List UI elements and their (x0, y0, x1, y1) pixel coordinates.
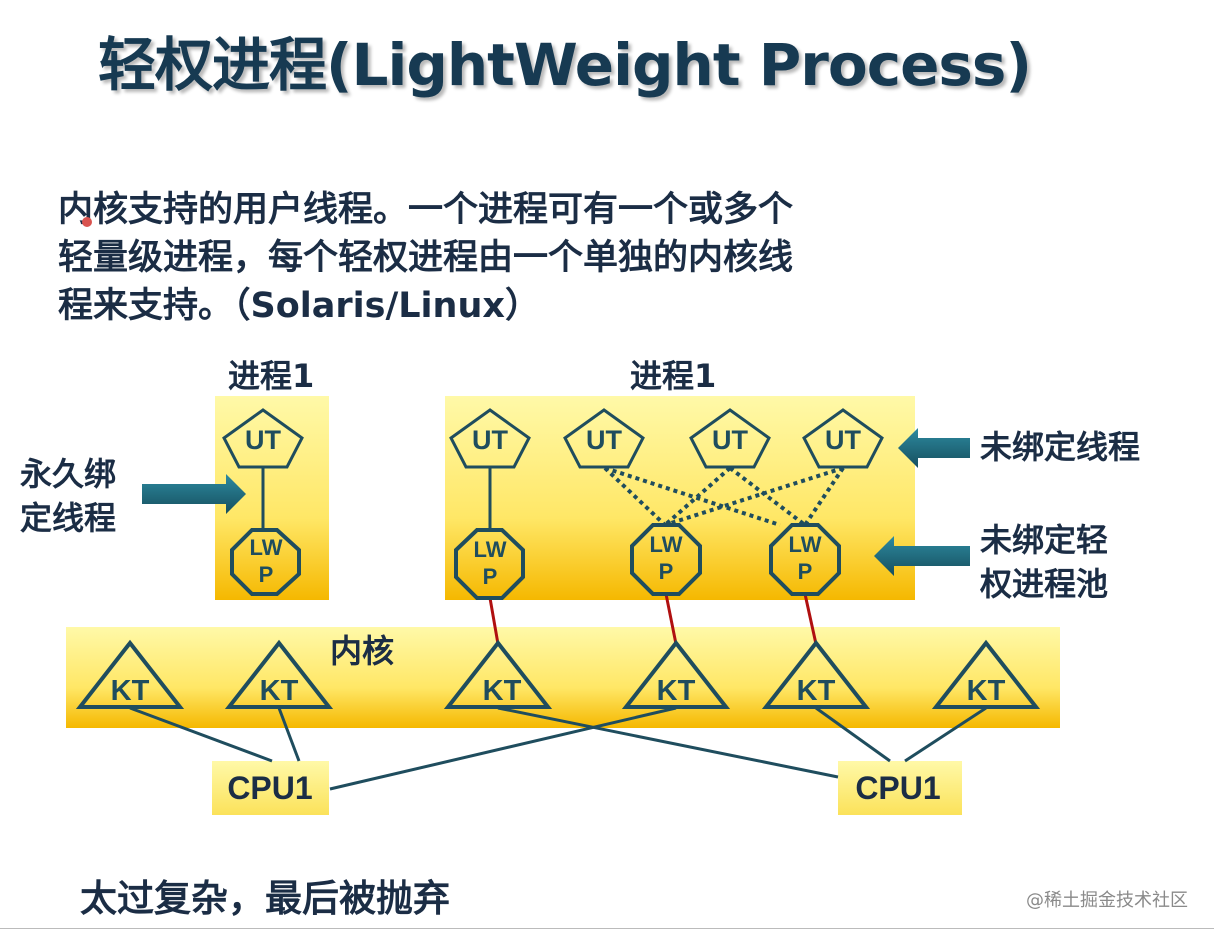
ut-label-2: UT (472, 425, 508, 455)
lwp-label-2a: LW (474, 537, 507, 562)
ut-label-3: UT (586, 425, 622, 455)
description-line-2: 轻量级进程，每个轻权进程由一个单独的内核线 (58, 238, 794, 278)
lwp-kt-links (488, 593, 818, 645)
process-right-label: 进程1 (630, 357, 717, 395)
kt-label-3: KT (483, 675, 522, 707)
lwp-shapes (230, 523, 841, 600)
kt-label-2: KT (260, 675, 299, 707)
arrow-left-icon-2 (874, 536, 970, 576)
lwp-label-1a: LW (250, 535, 283, 560)
ut-label-5: UT (825, 425, 861, 455)
process-left-label: 进程1 (228, 357, 315, 395)
unbound-lwp-pool-label-2: 权进程池 (980, 565, 1109, 603)
page-title: 轻权进程(LightWeight Process) (98, 31, 1032, 99)
kernel-label: 内核 (330, 632, 395, 670)
ut-label-1: UT (245, 425, 281, 455)
bottom-note: 太过复杂，最后被抛弃 (80, 877, 450, 920)
lwp-label-4a: LW (789, 532, 822, 557)
ut-label-4: UT (712, 425, 748, 455)
cpu-right-box (838, 761, 962, 815)
lwp-label-4b: P (798, 559, 813, 584)
description-line-1: 内核支持的用户线程。一个进程可有一个或多个 (58, 190, 794, 230)
arrow-left-icon (898, 428, 970, 468)
lwp-label-2b: P (483, 564, 498, 589)
kernel-panel (66, 627, 1060, 728)
cpu-right-label: CPU1 (855, 770, 940, 806)
ut-shapes (222, 408, 884, 469)
description-line-3: 程来支持。（Solaris/Linux） (58, 286, 540, 326)
laser-pointer-dot (82, 217, 92, 227)
description: 内核支持的用户线程。一个进程可有一个或多个 轻量级进程，每个轻权进程由一个单独的… (58, 186, 918, 330)
lwp-label-1b: P (259, 562, 274, 587)
bound-thread-label-2: 定线程 (20, 499, 117, 537)
divider (0, 928, 1214, 929)
unbound-lwp-pool-label-1: 未绑定轻 (980, 521, 1109, 559)
watermark: @稀土掘金技术社区 (1026, 890, 1188, 911)
lwp-label-3b: P (659, 559, 674, 584)
kt-label-6: KT (967, 675, 1006, 707)
kt-label-5: KT (797, 675, 836, 707)
kt-shapes (75, 639, 1041, 709)
kt-cpu-links (129, 706, 987, 791)
kt-label-1: KT (111, 675, 150, 707)
lwp-label-3a: LW (650, 532, 683, 557)
cpu-left-label: CPU1 (227, 770, 312, 806)
bound-thread-label-1: 永久绑 (20, 455, 117, 493)
arrow-right-icon (142, 474, 246, 514)
unbound-links (603, 466, 845, 527)
kt-label-4: KT (657, 675, 696, 707)
cpu-left-box (212, 761, 329, 815)
unbound-thread-label: 未绑定线程 (980, 428, 1141, 466)
